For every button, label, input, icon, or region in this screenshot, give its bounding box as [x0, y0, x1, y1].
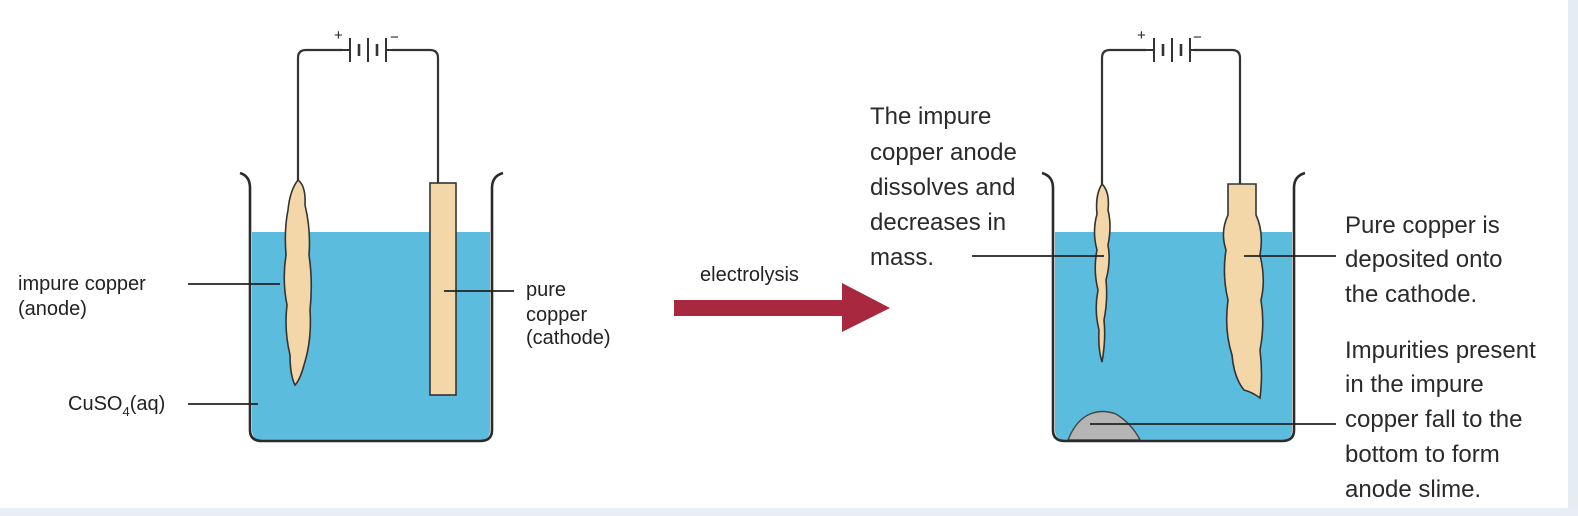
battery-negative-symbol: − — [390, 29, 399, 46]
cathode-label-line3: (cathode) — [526, 327, 611, 349]
cell-before: + − impure copper (anode) CuSO4(aq) pure… — [18, 27, 611, 443]
cathode-note-line: Pure copper is — [1345, 212, 1500, 239]
battery-positive-symbol-right: + — [1137, 27, 1146, 44]
anode-note-line: decreases in — [870, 209, 1006, 236]
right-edge-shade — [1568, 0, 1578, 516]
anode-note: The impure copper anode dissolves and de… — [870, 103, 1023, 271]
impure-copper-anode-left — [283, 178, 313, 387]
anode-label-line2: (anode) — [18, 298, 87, 320]
cathode-note: Pure copper is deposited onto the cathod… — [1345, 212, 1509, 308]
electrolyte-label: CuSO4(aq) — [68, 393, 165, 419]
anode-slime — [1066, 410, 1142, 441]
beaker-left — [239, 171, 504, 443]
pure-copper-cathode-right — [1222, 183, 1265, 400]
electrolysis-arrow — [674, 283, 890, 332]
cathode-note-line: the cathode. — [1345, 281, 1477, 308]
slime-note-line: anode slime. — [1345, 476, 1481, 503]
cell-after: + − The impure copper anode dissolves an… — [870, 27, 1542, 503]
anode-note-line: dissolves and — [870, 174, 1015, 201]
wire-left-cathode — [392, 48, 440, 183]
wire-right-anode — [1100, 48, 1146, 184]
battery-right: + − — [1137, 27, 1202, 62]
electrolysis-label: electrolysis — [700, 264, 799, 286]
battery-positive-symbol: + — [334, 27, 343, 44]
beaker-right — [1041, 171, 1306, 443]
slime-note-line: copper fall to the — [1345, 406, 1522, 433]
electrolyte-formula: CuSO — [68, 393, 122, 415]
cathode-label-line1: pure — [526, 279, 566, 301]
wire-left-anode — [296, 48, 342, 180]
slime-note-line: bottom to form — [1345, 441, 1500, 468]
anode-note-line: The impure — [870, 103, 991, 130]
slime-note-line: in the impure — [1345, 371, 1484, 398]
electrolyte-subscript: 4 — [122, 404, 129, 419]
bottom-edge-shade — [0, 508, 1578, 516]
anode-label-line1: impure copper — [18, 273, 146, 295]
battery-negative-symbol-right: − — [1193, 29, 1202, 46]
electrolyte-state: (aq) — [130, 393, 166, 415]
cathode-label-line2: copper — [526, 304, 587, 326]
pure-copper-cathode-left — [429, 182, 457, 396]
slime-note-line: Impurities present — [1345, 337, 1536, 364]
anode-note-line: copper anode — [870, 139, 1017, 166]
slime-note: Impurities present in the impure copper … — [1345, 337, 1542, 503]
wire-right-cathode — [1194, 48, 1242, 184]
battery-left: + − — [334, 27, 399, 62]
electrolysis-arrow-group: electrolysis — [674, 264, 890, 332]
impure-copper-anode-right — [1093, 182, 1111, 363]
cathode-note-line: deposited onto — [1345, 246, 1502, 273]
anode-note-line: mass. — [870, 244, 934, 271]
